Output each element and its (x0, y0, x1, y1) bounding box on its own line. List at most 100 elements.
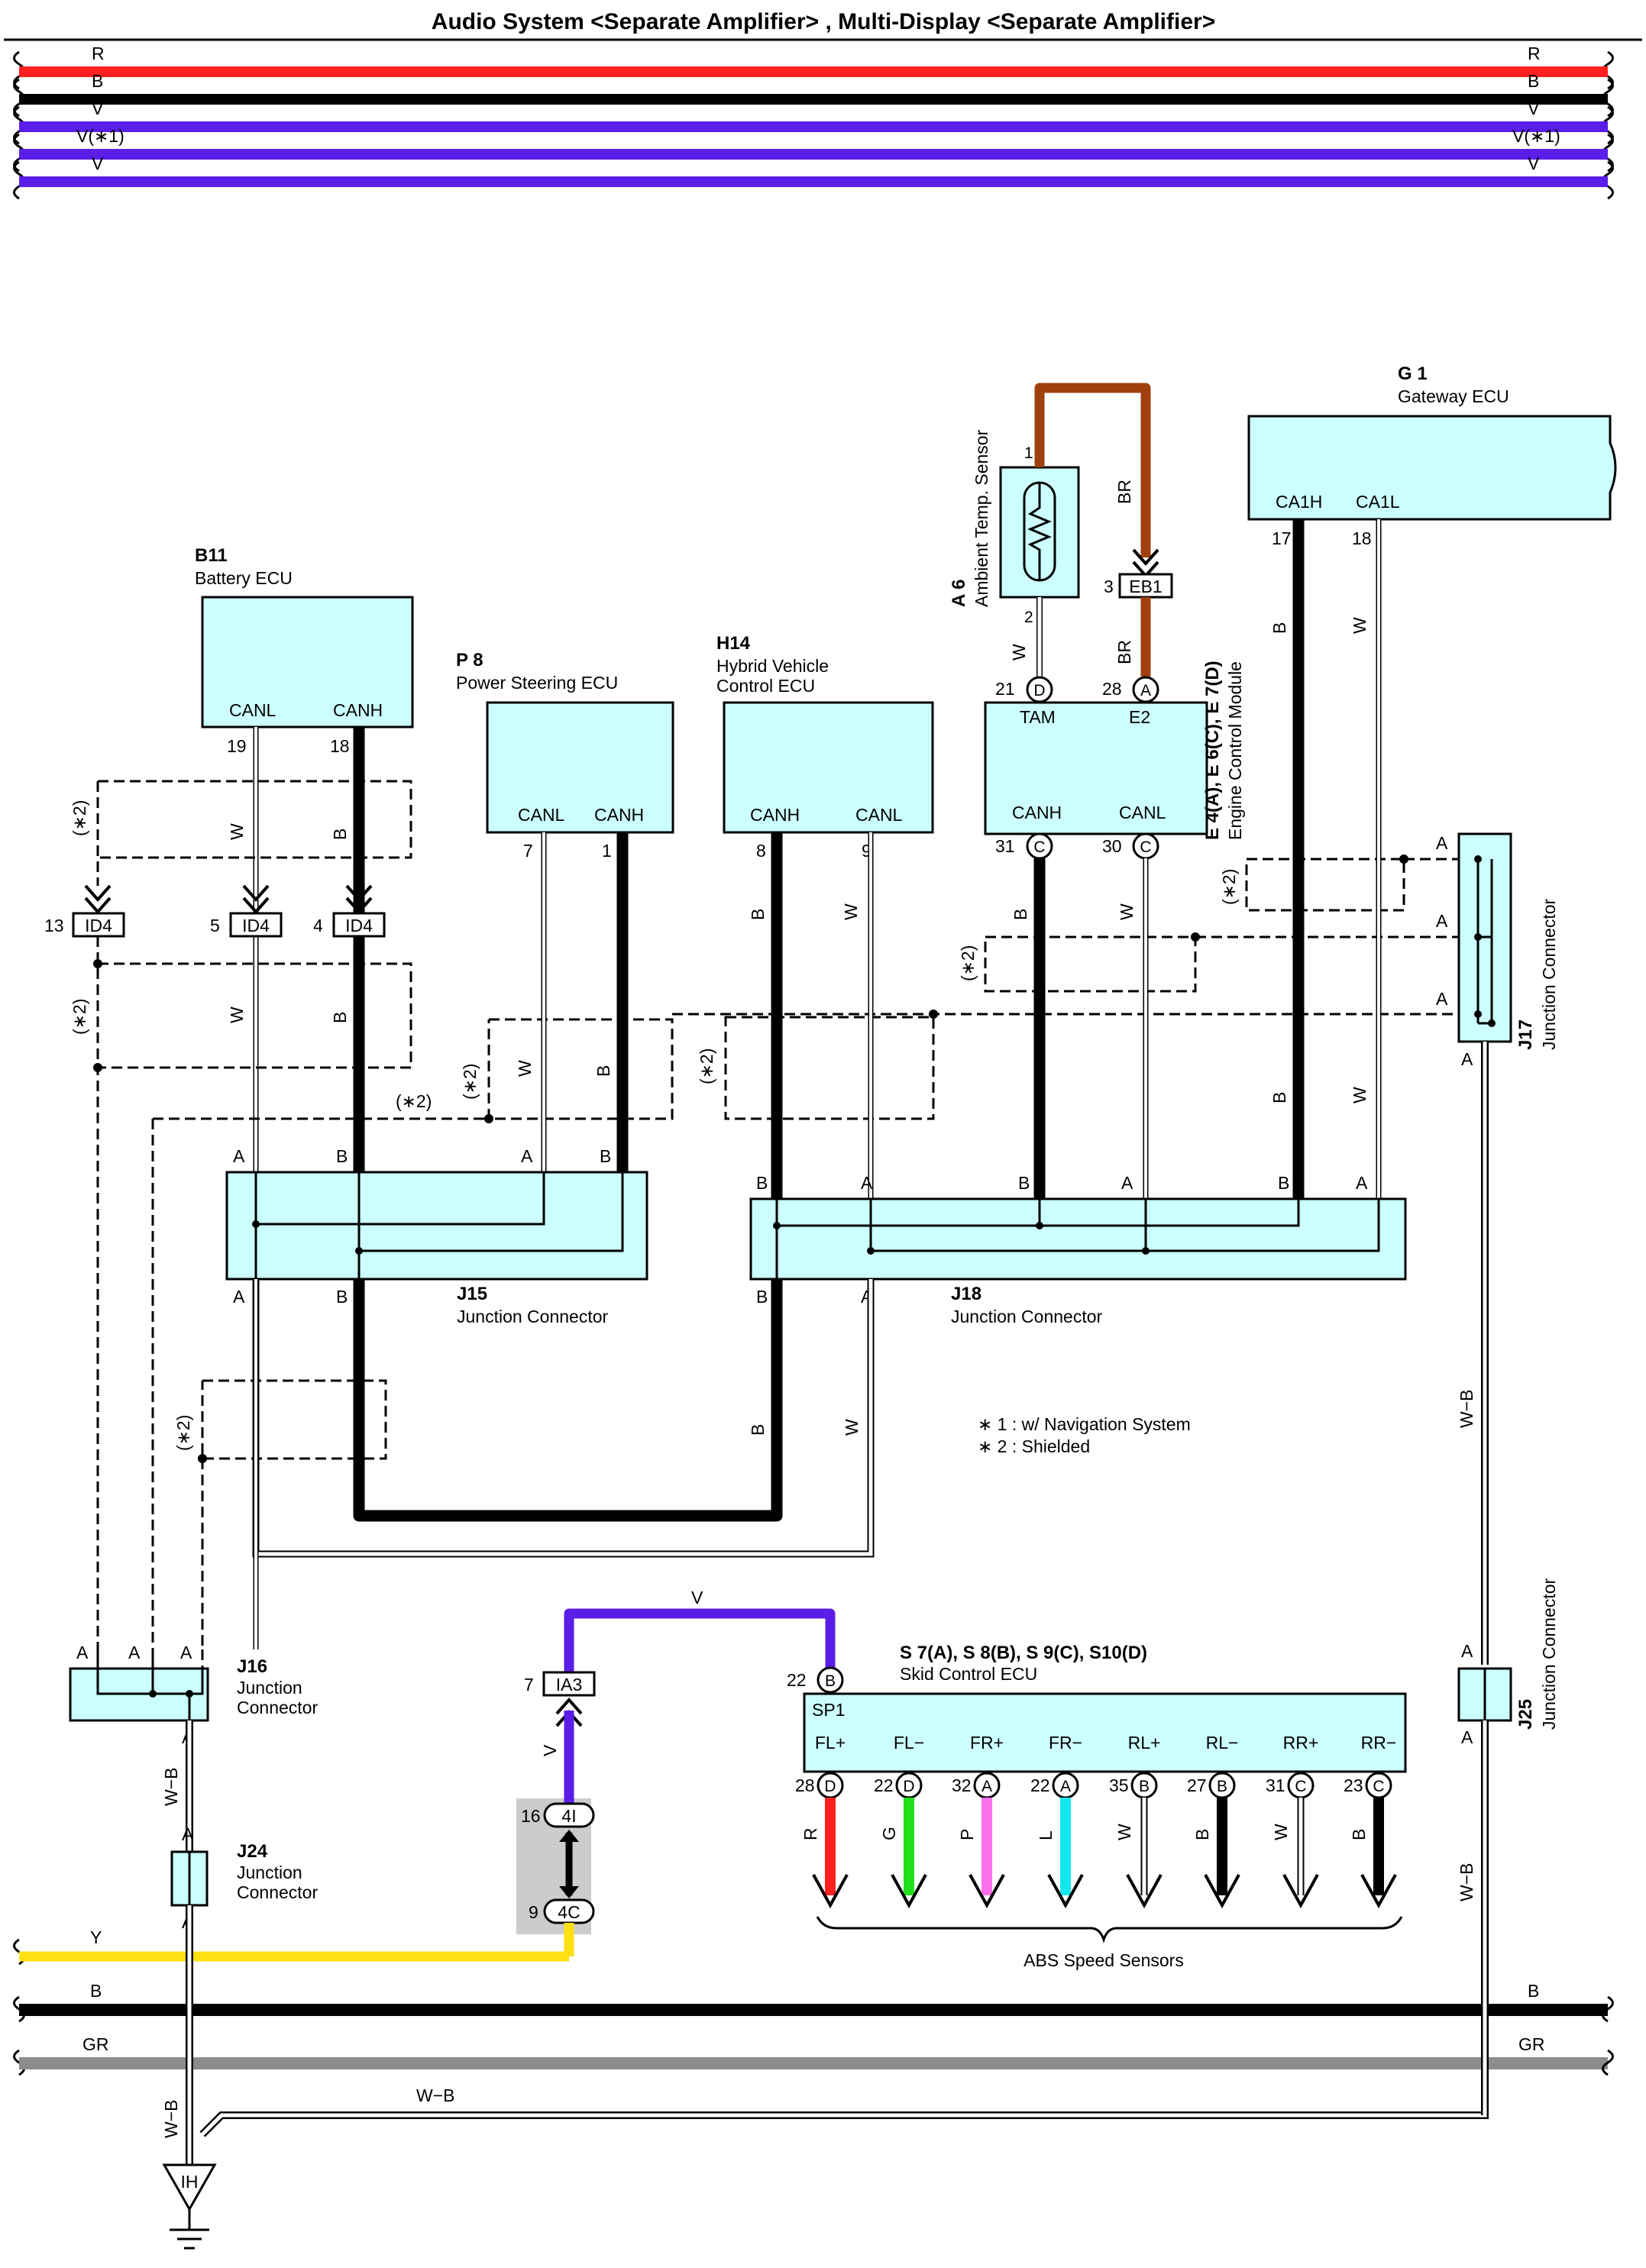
w-label-bat-1: W (227, 823, 247, 840)
v-wire-skid (564, 1608, 836, 1672)
shield-label-7: (∗2) (1219, 869, 1239, 905)
skid-pin-name: RR+ (1283, 1733, 1319, 1753)
psecu-pin-canh: CANH (594, 805, 644, 825)
j15-name: Junction Connector (457, 1307, 609, 1326)
skid-in-pin: 22 (787, 1670, 807, 1690)
wb-label-right-1: W−B (1457, 1390, 1476, 1428)
top-bus-label-right: B (1528, 71, 1539, 91)
w-label-gw-1: W (1350, 617, 1370, 634)
ecm-num-21: 21 (995, 679, 1015, 699)
skid-pin-number: 31 (1266, 1775, 1285, 1795)
skid-pin-name: FL− (894, 1733, 924, 1753)
note-2: ∗ 2 : Shielded (978, 1436, 1090, 1456)
gateway-ecu: G 1 Gateway ECU CA1H CA1L 17 18 (1247, 363, 1617, 548)
skid-pin-letter: D (903, 1778, 914, 1795)
ecm-pin-tam: TAM (1020, 707, 1056, 727)
j15-a-top-2: A (521, 1146, 533, 1166)
w-label-ps: W (515, 1060, 535, 1077)
w-label-hv: W (841, 903, 861, 920)
j17-code: J17 (1515, 1019, 1536, 1050)
abs-wire-color: R (800, 1827, 820, 1840)
psecu-name: Power Steering ECU (456, 673, 618, 693)
j15-code: J15 (457, 1284, 487, 1304)
abs-sensor-arrow (1360, 1874, 1397, 1909)
sensor-code: A 6 (949, 580, 969, 607)
id4-connectors: ID4 ID4 ID4 13 5 4 (44, 884, 386, 938)
shield-junction-dots (93, 855, 1408, 1463)
top-bus-label-right: V (1528, 153, 1540, 173)
top-bus-label-right: V(∗1) (1512, 126, 1560, 146)
ground-ih: IH (162, 2163, 217, 2250)
j18-b-top-2: B (1018, 1173, 1030, 1193)
shield-lines-battery (96, 780, 1478, 1649)
j15-a-top-1: A (233, 1146, 245, 1166)
b-label-loop: B (748, 1424, 768, 1436)
abs-sensor-arrow (891, 1874, 927, 1909)
j17-a-2: A (1436, 911, 1448, 931)
skid-pin-name: FL+ (815, 1733, 846, 1753)
j24-name2: Connector (237, 1882, 318, 1902)
j17-a-3: A (1436, 989, 1448, 1009)
b-label-hv: B (748, 909, 768, 920)
top-bus-label-left: R (92, 44, 105, 63)
shield-label-2: (∗2) (70, 999, 89, 1035)
j24-code: J24 (237, 1841, 268, 1862)
b-label-ecm: B (1011, 909, 1030, 920)
b-label-gw-2: B (1269, 1092, 1289, 1103)
skid-pin-number: 28 (795, 1775, 815, 1795)
id4-pin-13: 13 (44, 916, 64, 935)
abs-sensor-arrow (812, 1874, 849, 1909)
j18-a-top-1: A (861, 1173, 873, 1193)
shield-label-6: (∗2) (958, 945, 978, 981)
j15-junction (225, 1171, 648, 1281)
wb-label-right-2: W−B (1457, 1863, 1476, 1901)
top-bus-label-left: V(∗1) (76, 126, 125, 146)
skid-pin-letter: A (981, 1778, 992, 1795)
ecm-conn-a (1132, 676, 1159, 703)
sensor-pin1: 1 (1024, 444, 1033, 462)
gateway-name: Gateway ECU (1398, 386, 1509, 406)
wb-label-left-2: W−B (161, 2100, 181, 2138)
j16-code: J16 (237, 1656, 267, 1677)
shield-label-1: (∗2) (70, 800, 89, 836)
ecm-code: E 4(A), E 6(C), E 7(D) (1202, 661, 1223, 840)
skid-pin-number: 22 (1030, 1775, 1050, 1795)
sensor-name: Ambient Temp. Sensor (972, 429, 991, 607)
b-label-gw-1: B (1269, 622, 1289, 634)
eb1-pin: 3 (1104, 577, 1114, 596)
b-label-bat-1: B (330, 829, 350, 840)
diagram-title: Audio System <Separate Amplifier> , Mult… (432, 9, 1215, 34)
skid-pin-number: 22 (874, 1775, 894, 1795)
gateway-num-17: 17 (1272, 528, 1292, 548)
abs-sensor-arrow (1282, 1874, 1319, 1909)
shield-label-3: (∗2) (396, 1091, 432, 1111)
w-label-gw-2: W (1350, 1087, 1370, 1103)
hvecu-pin-canh: CANH (750, 805, 800, 825)
connector-4c-label: 4C (558, 1902, 580, 1922)
j17-name: Junction Connector (1539, 898, 1559, 1050)
psecu-pin-canl: CANL (518, 805, 565, 825)
connector-4i-pin: 16 (521, 1806, 541, 1826)
skid-in-let: B (825, 1672, 836, 1690)
abs-sensor-arrow (1047, 1874, 1084, 1909)
gr-bus-label-left: GR (82, 2034, 109, 2054)
skid-pin-letter: A (1060, 1778, 1071, 1795)
skid-pin-letter: B (1217, 1778, 1227, 1795)
battery-num-18: 18 (330, 736, 350, 756)
j17-a-4: A (1461, 1049, 1473, 1069)
ecm-pin-canl: CANL (1119, 803, 1166, 822)
bottom-buses (13, 1924, 1614, 2076)
connector-4i-label: 4I (561, 1806, 576, 1826)
skid-pin-number: 35 (1109, 1775, 1129, 1795)
shield-label-8: (∗2) (173, 1415, 193, 1451)
battery-pin-canl: CANL (229, 700, 276, 720)
j18-b-bottom: B (756, 1287, 768, 1307)
skid-pin-name: RL− (1206, 1733, 1239, 1753)
psecu-num-7: 7 (523, 841, 533, 861)
v-label-top: V (691, 1588, 703, 1607)
skid-pin-number: 27 (1187, 1775, 1207, 1795)
j17-a-1: A (1436, 833, 1448, 853)
j15-b-top-1: B (336, 1146, 348, 1166)
hvecu-name1: Hybrid Vehicle (716, 656, 829, 676)
